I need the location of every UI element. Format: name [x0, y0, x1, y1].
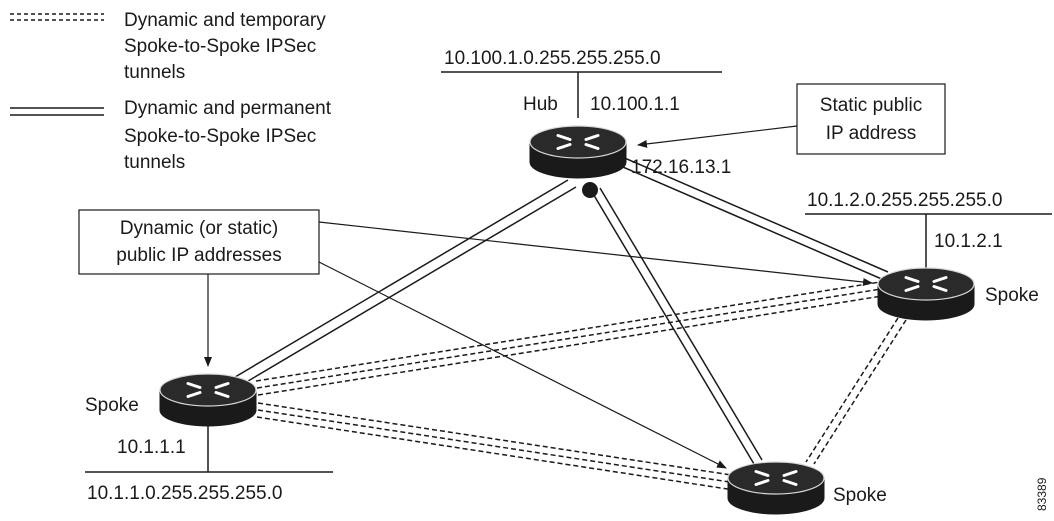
dynamic-ip-arrow-bottom [318, 261, 727, 469]
legend-temporary-line-3: tunnels [124, 62, 185, 83]
bottom-spoke-router-icon [727, 461, 825, 515]
right-spoke-label: Spoke [985, 285, 1039, 306]
figure-id: 83389 [1035, 477, 1049, 511]
hub-public-ip: 172.16.13.1 [631, 157, 731, 178]
legend-permanent-line-1: Dynamic and permanent [124, 98, 332, 119]
temporary-tunnel-left-bottom [256, 402, 739, 491]
dynamic-public-ip-line-1: Dynamic (or static) [120, 218, 278, 239]
bottom-spoke-label: Spoke [833, 485, 887, 506]
right-spoke-ip: 10.1.2.1 [934, 231, 1003, 252]
dynamic-public-ip-callout: Dynamic (or static) public IP addresses [78, 209, 320, 275]
left-spoke-label: Spoke [85, 395, 139, 416]
hub-network-label: 10.100.1.0.255.255.255.0 [444, 48, 661, 69]
right-spoke-network-label: 10.1.2.0.255.255.255.0 [807, 190, 1002, 211]
hub-interface-dot [582, 182, 598, 198]
permanent-tunnel-hub-right-spoke [615, 155, 889, 281]
permanent-tunnel-hub-bottom-spoke [591, 187, 763, 465]
hub-tunnel-ip: 10.100.1.1 [590, 94, 680, 115]
left-spoke-router-icon [159, 373, 257, 427]
legend-dashed-double-line-icon [10, 13, 104, 21]
legend-temporary-line-1: Dynamic and temporary [124, 10, 326, 31]
hub-label: Hub [523, 94, 558, 115]
dynamic-public-ip-line-2: public IP addresses [116, 245, 281, 266]
hub-network-segment [441, 71, 722, 118]
legend-permanent-line-2: Spoke-to-Spoke IPSec [124, 126, 316, 147]
temporary-tunnel-left-right [255, 281, 883, 396]
left-spoke-network-label: 10.1.1.0.255.255.255.0 [87, 483, 282, 504]
static-ip-arrow [637, 125, 798, 148]
right-spoke-network-segment [805, 213, 1052, 268]
right-spoke-router-icon [877, 267, 975, 321]
static-public-ip-line-2: IP address [826, 123, 916, 144]
static-public-ip-callout: Static public IP address [796, 83, 946, 155]
static-public-ip-line-1: Static public [820, 95, 922, 116]
permanent-tunnel-hub-left-spoke [229, 179, 577, 388]
legend-permanent-line-3: tunnels [124, 152, 185, 173]
legend: Dynamic and temporary Spoke-to-Spoke IPS… [10, 10, 332, 173]
temporary-tunnel-right-bottom [805, 317, 907, 465]
legend-temporary-line-2: Spoke-to-Spoke IPSec [124, 36, 316, 57]
left-spoke-ip: 10.1.1.1 [117, 437, 186, 458]
hub-router-icon [529, 125, 627, 179]
left-spoke-network-segment [85, 418, 333, 473]
legend-solid-double-line-icon [10, 107, 104, 116]
dynamic-ip-arrow-right [318, 221, 873, 286]
